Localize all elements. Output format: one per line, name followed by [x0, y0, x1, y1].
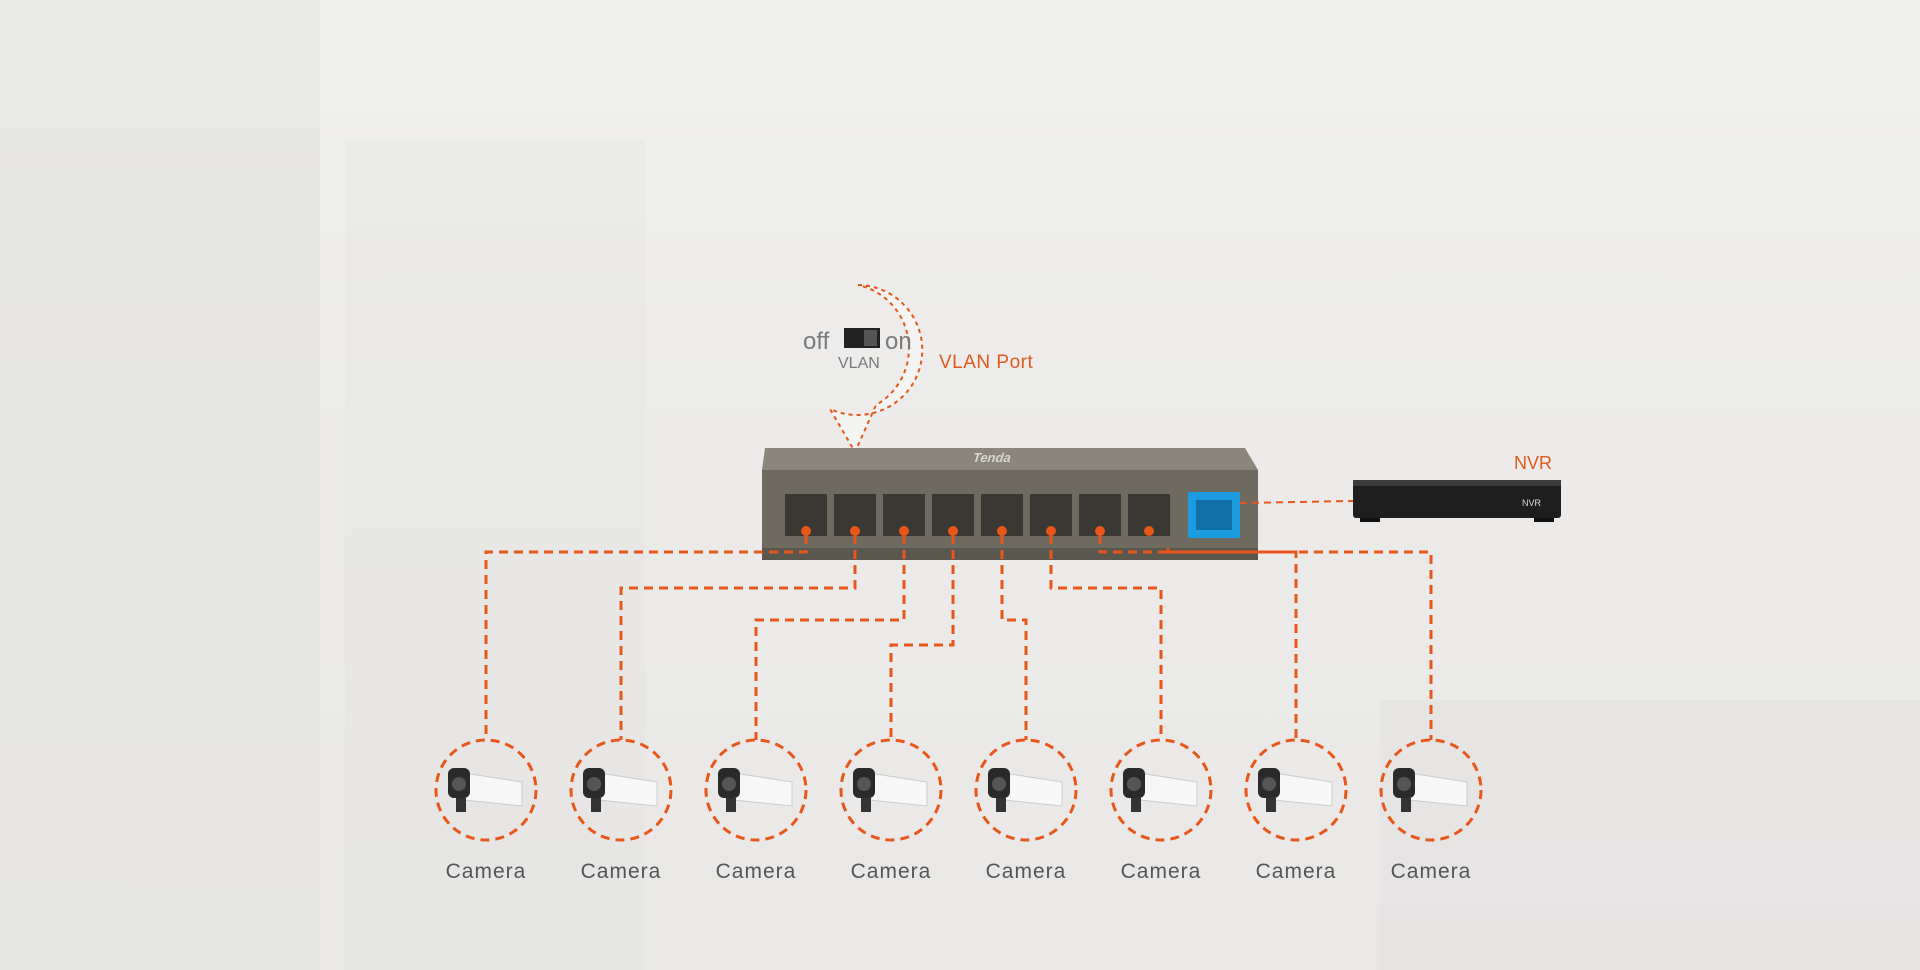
switch-brand-logo: Tenda [971, 450, 1012, 465]
background-desk [1380, 700, 1920, 970]
camera-label-1: Camera [445, 860, 527, 883]
camera-label-7: Camera [1255, 860, 1337, 883]
camera-group [434, 738, 1483, 842]
camera-ring [974, 738, 1078, 842]
nvr-device: NVR [1353, 480, 1561, 522]
camera-link-4 [889, 535, 955, 740]
camera-label-5: Camera [985, 860, 1067, 883]
camera-label-8: Camera [1390, 860, 1472, 883]
camera-link-8 [1166, 548, 1433, 740]
camera-link-6 [1049, 535, 1163, 740]
camera-ring [1379, 738, 1483, 842]
camera-icon [1393, 768, 1468, 812]
camera-ring [434, 738, 538, 842]
camera-ring [1244, 738, 1348, 842]
vlan-port-label: VLAN Port [939, 352, 1034, 373]
vlan-switch-bubble [827, 284, 924, 455]
bubble-on-label: on [885, 328, 912, 355]
port-link-dot [948, 526, 958, 536]
port-link-dot [1144, 526, 1154, 536]
camera-icon [1123, 768, 1198, 812]
nvr-device-text: NVR [1522, 498, 1542, 508]
nvr-label: NVR [1514, 453, 1553, 473]
cable-links [484, 500, 1433, 740]
camera-link-5 [1000, 535, 1028, 740]
camera-icon [448, 768, 523, 812]
bubble-vlan-label: VLAN [838, 355, 880, 372]
camera-label-2: Camera [580, 860, 662, 883]
camera-ring [704, 738, 808, 842]
camera-ring [569, 738, 673, 842]
camera-ring [1109, 738, 1213, 842]
camera-link-3 [754, 535, 906, 740]
camera-icon [853, 768, 928, 812]
port-link-dot [997, 526, 1007, 536]
camera-link-1 [484, 535, 808, 740]
camera-icon [988, 768, 1063, 812]
camera-link-7 [1098, 535, 1298, 740]
port-link-dot [801, 526, 811, 536]
camera-icon [1258, 768, 1333, 812]
background-wall-left [0, 0, 320, 970]
camera-icon [718, 768, 793, 812]
port-link-dot [899, 526, 909, 536]
camera-label-3: Camera [715, 860, 797, 883]
port-link-dot [1095, 526, 1105, 536]
camera-ring [839, 738, 943, 842]
camera-label-4: Camera [850, 860, 932, 883]
camera-icon [583, 768, 658, 812]
camera-link-2 [619, 535, 857, 740]
port-link-dot [850, 526, 860, 536]
poe-switch [762, 448, 1258, 560]
camera-label-6: Camera [1120, 860, 1202, 883]
nvr-uplink-link [1239, 500, 1354, 504]
bubble-off-label: off [803, 328, 830, 355]
port-link-dot [1046, 526, 1056, 536]
